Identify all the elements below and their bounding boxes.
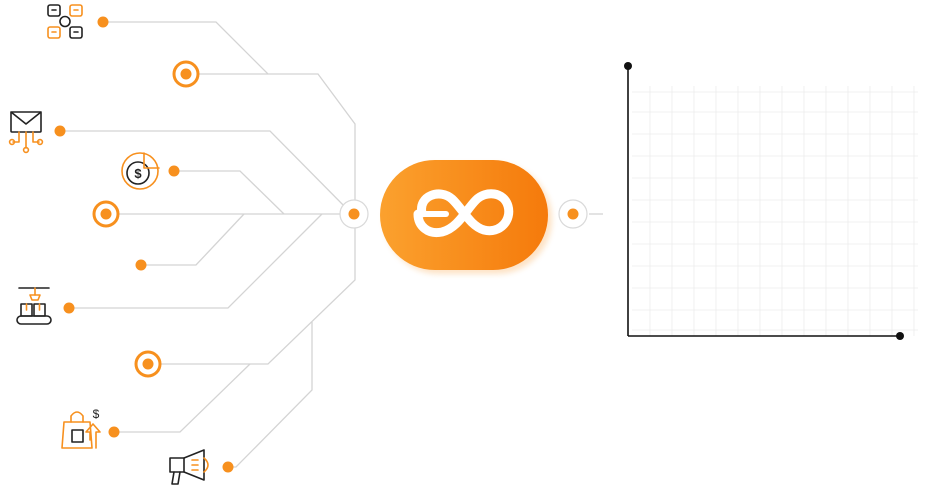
org-chart-icon — [47, 4, 83, 39]
connector-line — [114, 363, 251, 433]
target-ring-icon[interactable] — [134, 350, 162, 378]
dollar-pie-icon: $ — [121, 152, 160, 190]
left-hub-node — [339, 199, 369, 229]
node-dot[interactable] — [135, 259, 147, 271]
infinity-logo-icon[interactable] — [380, 160, 552, 274]
shopping-bag-dollar-icon: $ — [61, 407, 101, 449]
node-dot — [54, 125, 66, 137]
node-dot — [97, 16, 109, 28]
email-network-icon — [8, 111, 44, 154]
node-dot — [63, 302, 75, 314]
node-dot — [222, 461, 234, 473]
connector-line — [228, 322, 313, 468]
svg-text:$: $ — [93, 407, 100, 421]
node-dot — [108, 426, 120, 438]
connector-line — [60, 130, 353, 215]
svg-text:$: $ — [134, 166, 142, 181]
connector-line — [174, 170, 285, 215]
megaphone-icon — [169, 449, 209, 485]
conveyor-box-icon — [16, 287, 52, 325]
connector-lines — [60, 21, 603, 468]
target-ring-icon[interactable] — [172, 60, 200, 88]
connector-line — [103, 21, 356, 214]
right-hub-node — [558, 199, 588, 229]
chart-grid — [632, 86, 918, 336]
node-dot — [168, 165, 180, 177]
target-ring-icon[interactable] — [92, 200, 120, 228]
connector-line — [148, 214, 356, 365]
chart-panel — [624, 62, 918, 340]
x-axis-end-dot — [896, 332, 904, 340]
connector-line — [69, 213, 323, 309]
y-axis-end-dot — [624, 62, 632, 70]
connector-line — [141, 213, 245, 266]
